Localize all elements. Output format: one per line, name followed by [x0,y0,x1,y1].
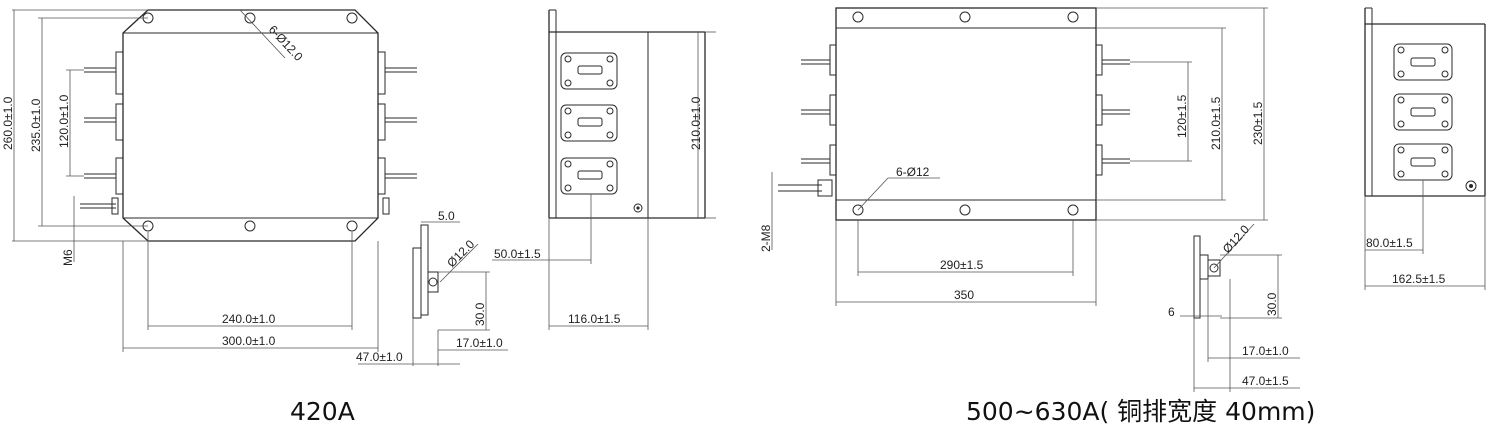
terminal-block [560,157,618,195]
right-dim-162: 162.5±1.5 [1392,272,1446,286]
right-dim-6: 6 [1168,305,1175,319]
right-front-view: 2-M8 6-Ø12 120±1.5 210.0±1.5 230±1.5 290… [759,7,1268,306]
mount-hole [244,12,256,24]
right-bar-detail: Ø12.0 30.0 6 17.0±1.0 47.0±1.5 [1168,222,1300,392]
dim-116: 116.0±1.5 [568,312,621,326]
right-dim-120: 120±1.5 [1175,94,1189,138]
left-mounting-plate [122,9,379,242]
right-dim-80: 80.0±1.5 [1366,236,1413,250]
terminal-block [1393,93,1453,131]
right-dim-230: 230±1.5 [1251,101,1265,145]
dim-50: 50.0±1.5 [494,247,541,261]
right-dim-290: 290±1.5 [940,258,984,272]
dim-120: 120.0±1.0 [57,94,71,148]
right-mounting-plate [835,7,1097,221]
holes-label: 6-Ø12.0 [266,22,306,63]
right-bar-hole-label: Ø12.0 [1220,222,1252,256]
right-thread-label: 2-M8 [759,224,773,252]
dim-300: 300.0±1.0 [222,334,276,348]
dim-210: 210.0±1.0 [689,96,703,150]
bar-hole-label: Ø12.0 [444,237,477,270]
left-front-view: 260.0±1.0 235.0±1.0 120.0±1.0 M6 6-Ø12.0… [1,9,417,352]
right-dim-210: 210.0±1.5 [1209,96,1223,150]
terminal-block [560,52,618,90]
dim-260: 260.0±1.0 [1,96,15,150]
right-dim-30: 30.0 [1265,292,1279,316]
right-terminals [377,51,417,195]
mount-hole [346,220,358,232]
right-dim-17: 17.0±1.0 [1242,344,1289,358]
left-terminals [84,51,124,195]
right-dim-47: 47.0±1.5 [1242,374,1289,388]
dim-47: 47.0±1.0 [356,350,403,364]
dim-30: 30.0 [473,302,487,326]
mount-hole [244,220,256,232]
dim-235: 235.0±1.0 [29,98,43,152]
terminal-block [560,104,618,142]
right-side-view: 80.0±1.5 162.5±1.5 [1364,7,1486,290]
thickness-label: 5.0 [438,209,455,223]
left-side-view: 210.0±1.0 50.0±1.5 116.0±1.5 [492,9,716,330]
mount-hole [346,12,358,24]
terminal-block [1393,43,1453,81]
left-caption: 420A [290,397,355,426]
terminal-block [1393,143,1453,181]
dim-240: 240.0±1.0 [222,312,276,326]
dim-17: 17.0±1.0 [456,336,503,350]
right-caption: 500~630A( 铜排宽度 40mm) [966,397,1315,426]
left-bar-detail: 5.0 Ø12.0 30.0 17.0±1.0 47.0±1.0 [356,209,508,366]
right-holes-label: 6-Ø12 [896,165,930,179]
right-dim-350: 350 [954,288,974,302]
thread-label: M6 [61,249,75,266]
